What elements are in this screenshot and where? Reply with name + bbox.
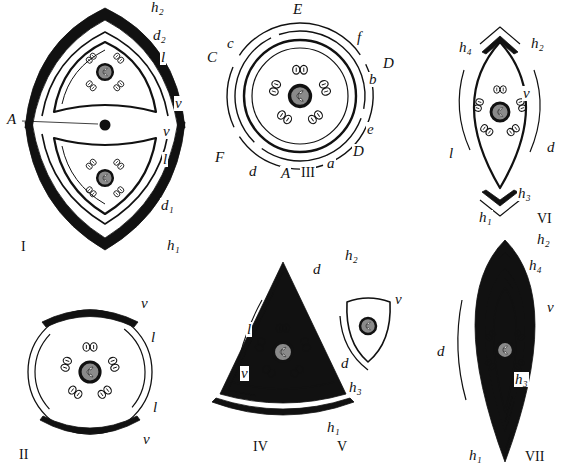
figure-number: II <box>18 448 29 462</box>
part-label: l <box>152 400 158 415</box>
flower-outline <box>28 310 152 434</box>
part-label: l <box>246 322 252 337</box>
part-label: v <box>142 432 151 447</box>
axis-dot <box>100 120 111 131</box>
part-label: d <box>248 164 258 179</box>
part-label: d <box>340 356 350 371</box>
part-label: l <box>448 146 454 161</box>
part-label: h₁ <box>478 210 493 225</box>
bract-crescent <box>482 36 518 54</box>
flower-symbol <box>473 86 527 137</box>
part-label: v <box>140 296 149 311</box>
bract-crescent <box>220 262 346 403</box>
bract-outline <box>458 300 466 400</box>
leader-line <box>22 121 98 124</box>
part-label: h₂ <box>536 232 551 247</box>
whorl-arc <box>124 329 145 408</box>
whorl-arc <box>35 334 50 409</box>
part-label: h₃ <box>348 380 363 395</box>
bract-outline <box>494 288 517 412</box>
bract-outline <box>42 32 168 116</box>
part-label: h₃ <box>514 372 529 387</box>
flower-symbol <box>484 329 526 371</box>
figure-number: VII <box>524 450 545 464</box>
part-label: c <box>226 36 235 51</box>
part-label: v <box>522 86 531 101</box>
whorl-arc <box>227 67 234 127</box>
part-label: d <box>436 344 446 359</box>
whorl-ring <box>252 48 348 144</box>
whorl-arc <box>262 118 361 161</box>
part-label: h₂ <box>530 36 545 51</box>
bract-crescent <box>40 416 140 434</box>
part-label: d₂ <box>152 28 167 43</box>
bract-outline <box>54 42 156 112</box>
part-label: v <box>240 366 249 381</box>
part-label: b <box>368 72 378 87</box>
bract-crescent <box>42 310 138 327</box>
part-label: d <box>312 262 322 277</box>
part-label: D <box>382 56 395 71</box>
bract-outline <box>480 252 531 450</box>
part-label: v <box>174 96 183 111</box>
part-label: E <box>292 2 303 17</box>
bract-crescent <box>212 398 354 415</box>
bract-outline <box>530 70 540 152</box>
figure-number: III <box>300 166 316 180</box>
part-label: f <box>356 30 362 45</box>
flower-symbol <box>269 65 332 125</box>
part-label: D <box>352 144 365 159</box>
part-label: F <box>214 150 225 165</box>
part-label: h₂ <box>344 248 359 263</box>
flower-symbol <box>60 343 120 400</box>
bract-outline <box>232 382 334 389</box>
figure-number: IV <box>252 440 269 454</box>
part-label: e <box>366 122 375 137</box>
part-label: A <box>6 112 17 127</box>
figure-number: V <box>336 440 348 454</box>
bract-outline <box>474 42 526 188</box>
part-label: h₃ <box>517 186 532 201</box>
bract-crescent <box>25 8 185 128</box>
part-label: v <box>162 124 171 139</box>
part-label: l <box>150 330 156 345</box>
part-label: d₁ <box>160 198 175 213</box>
part-label: v <box>546 300 555 315</box>
part-label: h₄ <box>458 40 473 55</box>
part-label: C <box>206 50 218 65</box>
part-label: h₂ <box>150 0 165 15</box>
part-label: h₁ <box>468 448 483 463</box>
figure-number: VI <box>536 212 553 226</box>
flower-symbol <box>360 318 376 334</box>
bract-outline <box>480 27 520 44</box>
part-label: h₄ <box>528 258 543 273</box>
part-label: h₁ <box>166 238 181 253</box>
part-label: a <box>326 156 336 171</box>
part-label: l <box>162 152 168 167</box>
flower-symbol <box>85 158 125 198</box>
bract-outline <box>54 138 156 214</box>
part-label: h₁ <box>326 420 341 435</box>
bract-crescent <box>485 268 525 432</box>
whorl-arc <box>279 31 365 109</box>
figure-number: I <box>20 240 27 254</box>
part-label: v <box>394 292 403 307</box>
bract-crescent <box>25 122 185 250</box>
bract-outline <box>228 272 338 398</box>
part-label: l <box>160 50 166 65</box>
part-label: A <box>280 166 291 181</box>
whorl-ring <box>244 40 356 152</box>
flower-symbol <box>85 52 125 92</box>
part-label: d <box>546 140 556 155</box>
flower-symbol <box>255 324 312 378</box>
bract-outline <box>42 134 168 224</box>
bract-outline <box>347 298 390 362</box>
bract-outline <box>489 278 522 422</box>
bract-crescent <box>482 190 518 206</box>
bract-crescent <box>475 240 535 462</box>
bract-outline <box>459 70 470 150</box>
